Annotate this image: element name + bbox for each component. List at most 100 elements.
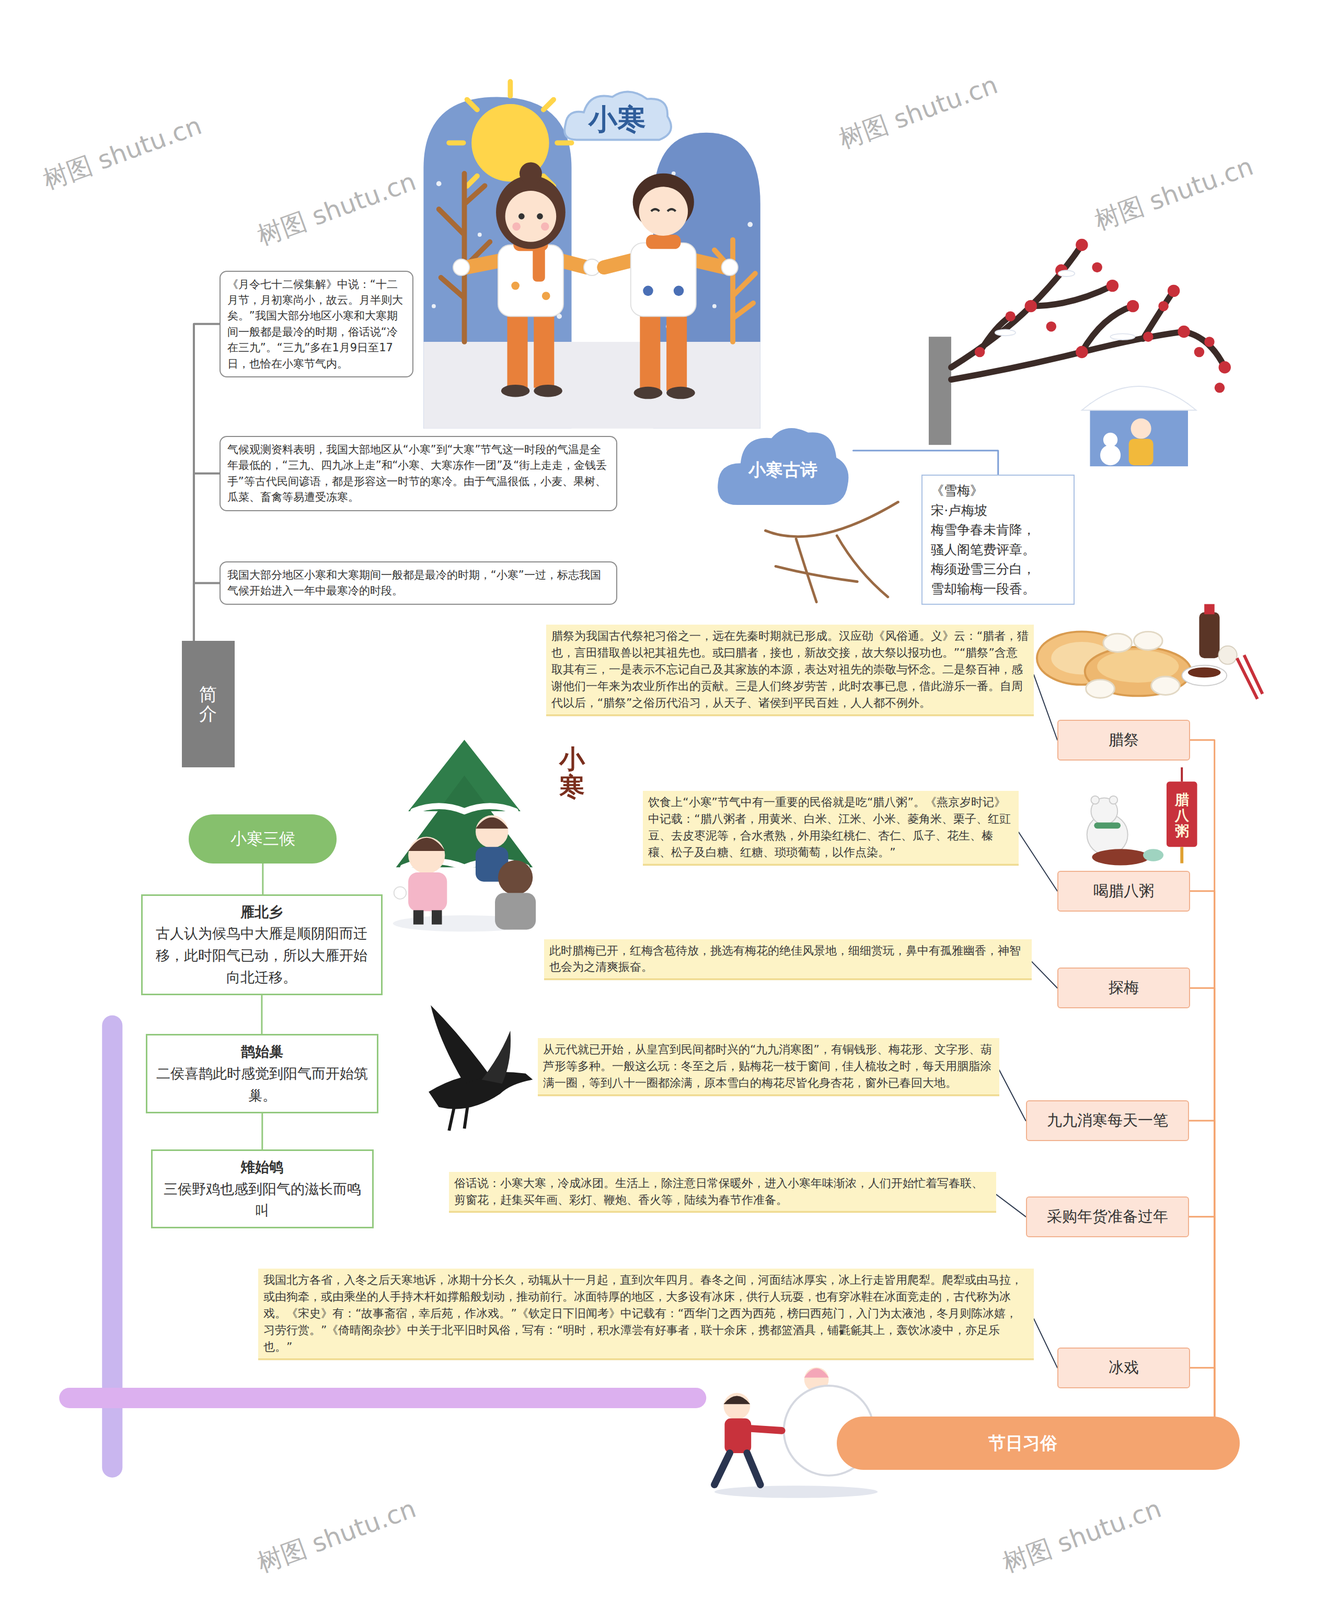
winter-scene <box>543 99 554 110</box>
node-text: 二侯喜鹊此时感觉到阳气而开始筑巢。 <box>155 1062 369 1107</box>
snowy-trees-kids <box>475 815 509 848</box>
cloud-node: 小寒古诗 <box>712 418 854 511</box>
custom-box: 九九消寒每天一笔 <box>1025 1100 1190 1141</box>
snowball-kids <box>746 1452 760 1485</box>
winter-scene <box>541 291 551 301</box>
snowball-kids <box>804 1368 829 1378</box>
plum-branch <box>1167 284 1180 297</box>
winter-scene <box>564 91 672 141</box>
plum-branch <box>1075 238 1088 251</box>
connector <box>1033 674 1058 741</box>
winter-scene <box>466 260 502 268</box>
festival-food <box>1086 631 1181 698</box>
winter-scene <box>747 222 753 228</box>
winter-scene <box>714 239 756 342</box>
node-text: 节日习俗 <box>988 1431 1058 1456</box>
winter-scene <box>496 175 566 250</box>
winter-scene <box>646 234 681 249</box>
plum-branch <box>1110 333 1136 340</box>
winter-scene <box>423 341 760 429</box>
snowy-trees-kids <box>494 892 536 930</box>
node-text: 此时腊梅已开，红梅含苞待放，挑选有梅花的绝佳风景地，细细赏玩，鼻中有孤雅幽香，神… <box>549 942 1027 976</box>
winter-scene <box>533 306 555 388</box>
connector <box>193 582 220 641</box>
title-art-text: 小寒 <box>588 100 647 140</box>
connector <box>260 995 263 1034</box>
winter-scene <box>633 386 663 399</box>
watermark: 树图 shutu.cn <box>252 165 421 254</box>
custom-box: 冰戏 <box>1057 1347 1191 1389</box>
node-text: 饮食上“小寒”节气中有一重要的民俗就是吃“腊八粥”。《燕京岁时记》中记载：“腊八… <box>648 793 1014 861</box>
bear-with-pot <box>1091 848 1149 865</box>
plum-branch <box>951 245 1225 380</box>
node-text: 喝腊八粥 <box>1093 880 1155 902</box>
snowball-kids <box>723 1396 751 1405</box>
snow-house <box>1131 418 1152 439</box>
connector <box>1189 1120 1215 1417</box>
plum-branch <box>995 270 1136 340</box>
festival-food <box>1204 604 1215 615</box>
winter-scene <box>512 222 521 232</box>
snowball-kids <box>714 1485 878 1498</box>
poem-box: 《雪梅》宋·卢梅坡梅雪争春未肯降，骚人阁笔费评章。梅须逊雪三分白，雪却输梅一段香… <box>921 474 1075 605</box>
plum-branch <box>928 336 952 445</box>
snow-house <box>1128 438 1154 466</box>
cloud-shape <box>717 428 849 505</box>
festival-food <box>1181 665 1227 686</box>
snow-house <box>1081 386 1197 411</box>
connector <box>996 1194 1026 1217</box>
winter-scene <box>639 310 661 391</box>
plum-branch <box>1046 321 1057 332</box>
node-text: 腊祭为我国古代祭祀习俗之一，远在先秦时期就已形成。汉应劭《风俗通。义》云：“腊者… <box>551 627 1029 711</box>
plum-branch <box>1143 331 1154 342</box>
festival-food <box>1151 676 1181 695</box>
porridge-sign <box>1166 767 1198 864</box>
winter-scene <box>557 140 572 146</box>
bare-twigs <box>765 501 899 602</box>
node-text: 俗话说：小寒大寒，冷成冰团。生活上，除注意日常保暖外，进入小寒年味渐浓，人们开始… <box>454 1174 991 1209</box>
winter-scene <box>423 81 760 429</box>
festival-food <box>1133 631 1163 650</box>
plum-branch <box>1106 279 1119 292</box>
snowy-trees-kids <box>394 886 407 899</box>
node-heading: 《雪梅》 <box>930 480 1066 501</box>
plum-branch <box>1194 347 1205 358</box>
connector <box>193 473 220 642</box>
plum-branch <box>995 329 1016 337</box>
plum-branch <box>1126 300 1139 313</box>
plum-branch <box>974 347 986 358</box>
bare-twigs <box>765 501 899 602</box>
snowball-kids <box>724 1418 752 1453</box>
winter-scene <box>540 222 550 232</box>
watermark: 树图 shutu.cn <box>252 1491 421 1580</box>
description-box: 我国北方各省，入冬之后天寒地诉，冰期十分长久，动辄从十一月起，直到次年四月。春冬… <box>258 1268 1034 1360</box>
connector <box>1190 740 1215 1417</box>
winter-scene <box>507 81 513 96</box>
node-text: 探梅 <box>1108 977 1139 999</box>
winter-scene <box>505 190 557 242</box>
phenology-box: 鹊始巢二侯喜鹊此时感觉到阳气而开始筑巢。 <box>145 1033 379 1114</box>
branch-pill: 节日习俗 <box>836 1416 1240 1470</box>
node-text: 冰戏 <box>1108 1357 1139 1379</box>
connector <box>1190 987 1215 1417</box>
snowy-trees-kids <box>498 860 533 895</box>
winter-scene <box>638 186 688 236</box>
winter-scene <box>467 176 478 187</box>
winter-scene <box>630 243 697 317</box>
snowy-trees-kids <box>393 739 536 932</box>
snow-house <box>1103 432 1118 447</box>
plum-branch <box>1158 301 1169 312</box>
node-text: 简介 <box>199 684 217 724</box>
snowy-trees-kids <box>408 837 445 851</box>
connector <box>261 1113 263 1150</box>
winter-scene <box>518 213 525 220</box>
winter-scene <box>712 304 717 309</box>
connector <box>1190 1367 1215 1417</box>
wild-goose <box>481 1030 511 1084</box>
bear-with-pot <box>1109 796 1118 805</box>
phenology-box: 雁北乡古人认为候鸟中大雁是顺阴阳而迁移，此时阳气已动，所以大雁开始向北迁移。 <box>141 894 384 996</box>
node-text: 九九消寒每天一笔 <box>1046 1110 1169 1132</box>
node-text: 梅雪争春未肯降，骚人阁笔费评章。梅须逊雪三分白，雪却输梅一段香。 <box>930 520 1040 599</box>
node-text: 小寒古诗 <box>748 458 818 482</box>
